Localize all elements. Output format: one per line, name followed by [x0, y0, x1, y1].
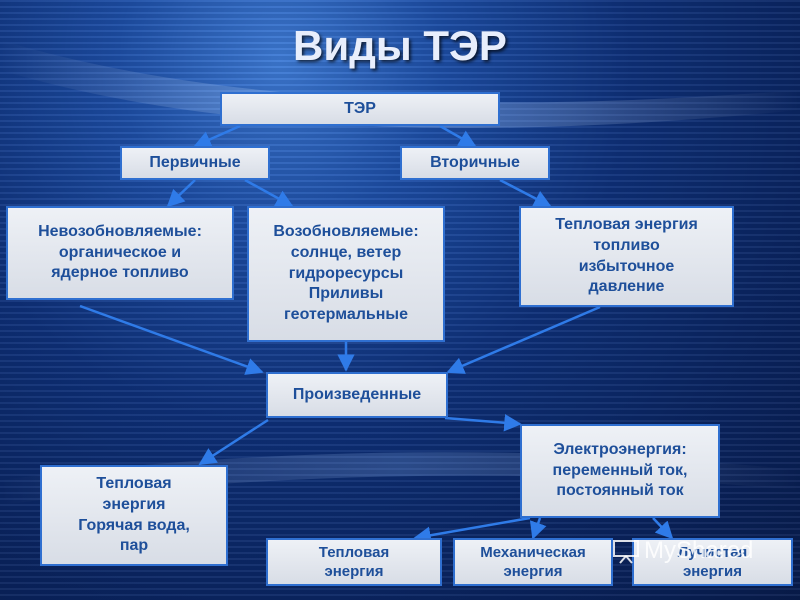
arrow-derived-thermal-hot — [198, 418, 269, 466]
node-derived: Произведенные — [266, 372, 448, 418]
node-radiant-label: Лучистая энергия — [677, 543, 748, 581]
node-radiant: Лучистая энергия — [632, 538, 793, 586]
node-ter-label: ТЭР — [344, 99, 376, 117]
arrow-electric-mechanical — [529, 517, 547, 540]
node-renewable: Возобновляемые: солнце, ветер гидроресур… — [247, 206, 445, 342]
node-mechanical: Механическая энергия — [453, 538, 613, 586]
node-renewable-label: Возобновляемые: солнце, ветер гидроресур… — [273, 223, 419, 324]
arrow-ter-primary — [193, 124, 241, 148]
node-ter: ТЭР — [220, 92, 500, 126]
node-derived-label: Произведенные — [292, 385, 422, 403]
arrow-derived-electric — [444, 414, 522, 432]
arrow-primary-renewable — [244, 178, 294, 208]
node-nonrenewable: Невозобновляемые: органическое и ядерное… — [6, 206, 234, 300]
node-secondary: Вторичные — [400, 146, 550, 180]
node-secondary-label: Вторичные — [430, 153, 520, 171]
node-primary-label: Первичные — [149, 153, 241, 171]
node-thermal-hot: Тепловая энергия Горячая вода, пар — [40, 465, 228, 566]
arrow-nonrenewable-derived — [79, 304, 264, 375]
node-secondary-list: Тепловая энергия топливо избыточное давл… — [519, 206, 734, 307]
page-title: Виды ТЭР — [293, 22, 507, 69]
node-electric: Электроэнергия: переменный ток, постоянн… — [520, 424, 720, 518]
arrow-electric-thermal — [413, 516, 531, 544]
node-primary: Первичные — [120, 146, 270, 180]
node-thermal-label: Тепловая энергия — [318, 543, 390, 581]
node-secondary-list-label: Тепловая энергия топливо избыточное давл… — [555, 215, 698, 296]
node-mechanical-label: Механическая энергия — [480, 543, 586, 581]
node-thermal: Тепловая энергия — [266, 538, 442, 586]
node-nonrenewable-label: Невозобновляемые: органическое и ядерное… — [38, 222, 202, 282]
node-electric-label: Электроэнергия: переменный ток, постоянн… — [552, 440, 688, 500]
watermark: MyShared — [612, 536, 753, 566]
arrow-primary-nonrenewable — [166, 179, 196, 208]
watermark-text: MyShared — [644, 537, 754, 564]
presentation-icon — [613, 540, 639, 564]
arrow-ter-secondary — [439, 124, 477, 148]
arrow-secondary-derived — [446, 305, 601, 374]
arrow-electric-radiant — [652, 517, 674, 540]
node-thermal-hot-label: Тепловая энергия Горячая вода, пар — [78, 474, 190, 555]
arrow-secondary-list — [499, 178, 552, 208]
